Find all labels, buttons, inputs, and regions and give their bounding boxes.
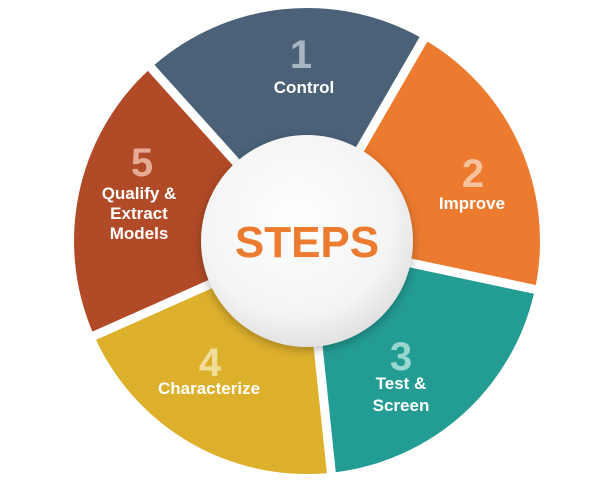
segment-4-number: 4 xyxy=(199,341,222,385)
segment-3-label-line-2: Screen xyxy=(373,396,430,415)
center-circle xyxy=(201,135,413,347)
center-hub: STEPS xyxy=(201,135,413,347)
segment-5-label-line-2: Extract xyxy=(110,204,168,223)
segment-5-number: 5 xyxy=(131,141,153,185)
segment-3-number: 3 xyxy=(390,335,412,379)
segment-2-number: 2 xyxy=(462,152,484,196)
segment-1-shape xyxy=(154,8,420,169)
segment-2-label: Improve xyxy=(439,194,505,213)
segment-qualify-extract-models: 5 Qualify & Extract Models xyxy=(74,70,241,332)
segment-5-label-line-3: Models xyxy=(110,224,169,243)
segment-4-label: Characterize xyxy=(158,379,260,398)
center-title: STEPS xyxy=(235,218,379,267)
segment-1-label: Control xyxy=(274,78,334,97)
segment-3-label-line-1: Test & xyxy=(376,374,427,393)
segment-5-label-line-1: Qualify & xyxy=(102,184,177,203)
segment-1-number: 1 xyxy=(290,33,312,77)
segment-5-shape xyxy=(74,70,241,332)
segment-control: 1 Control xyxy=(154,8,420,169)
